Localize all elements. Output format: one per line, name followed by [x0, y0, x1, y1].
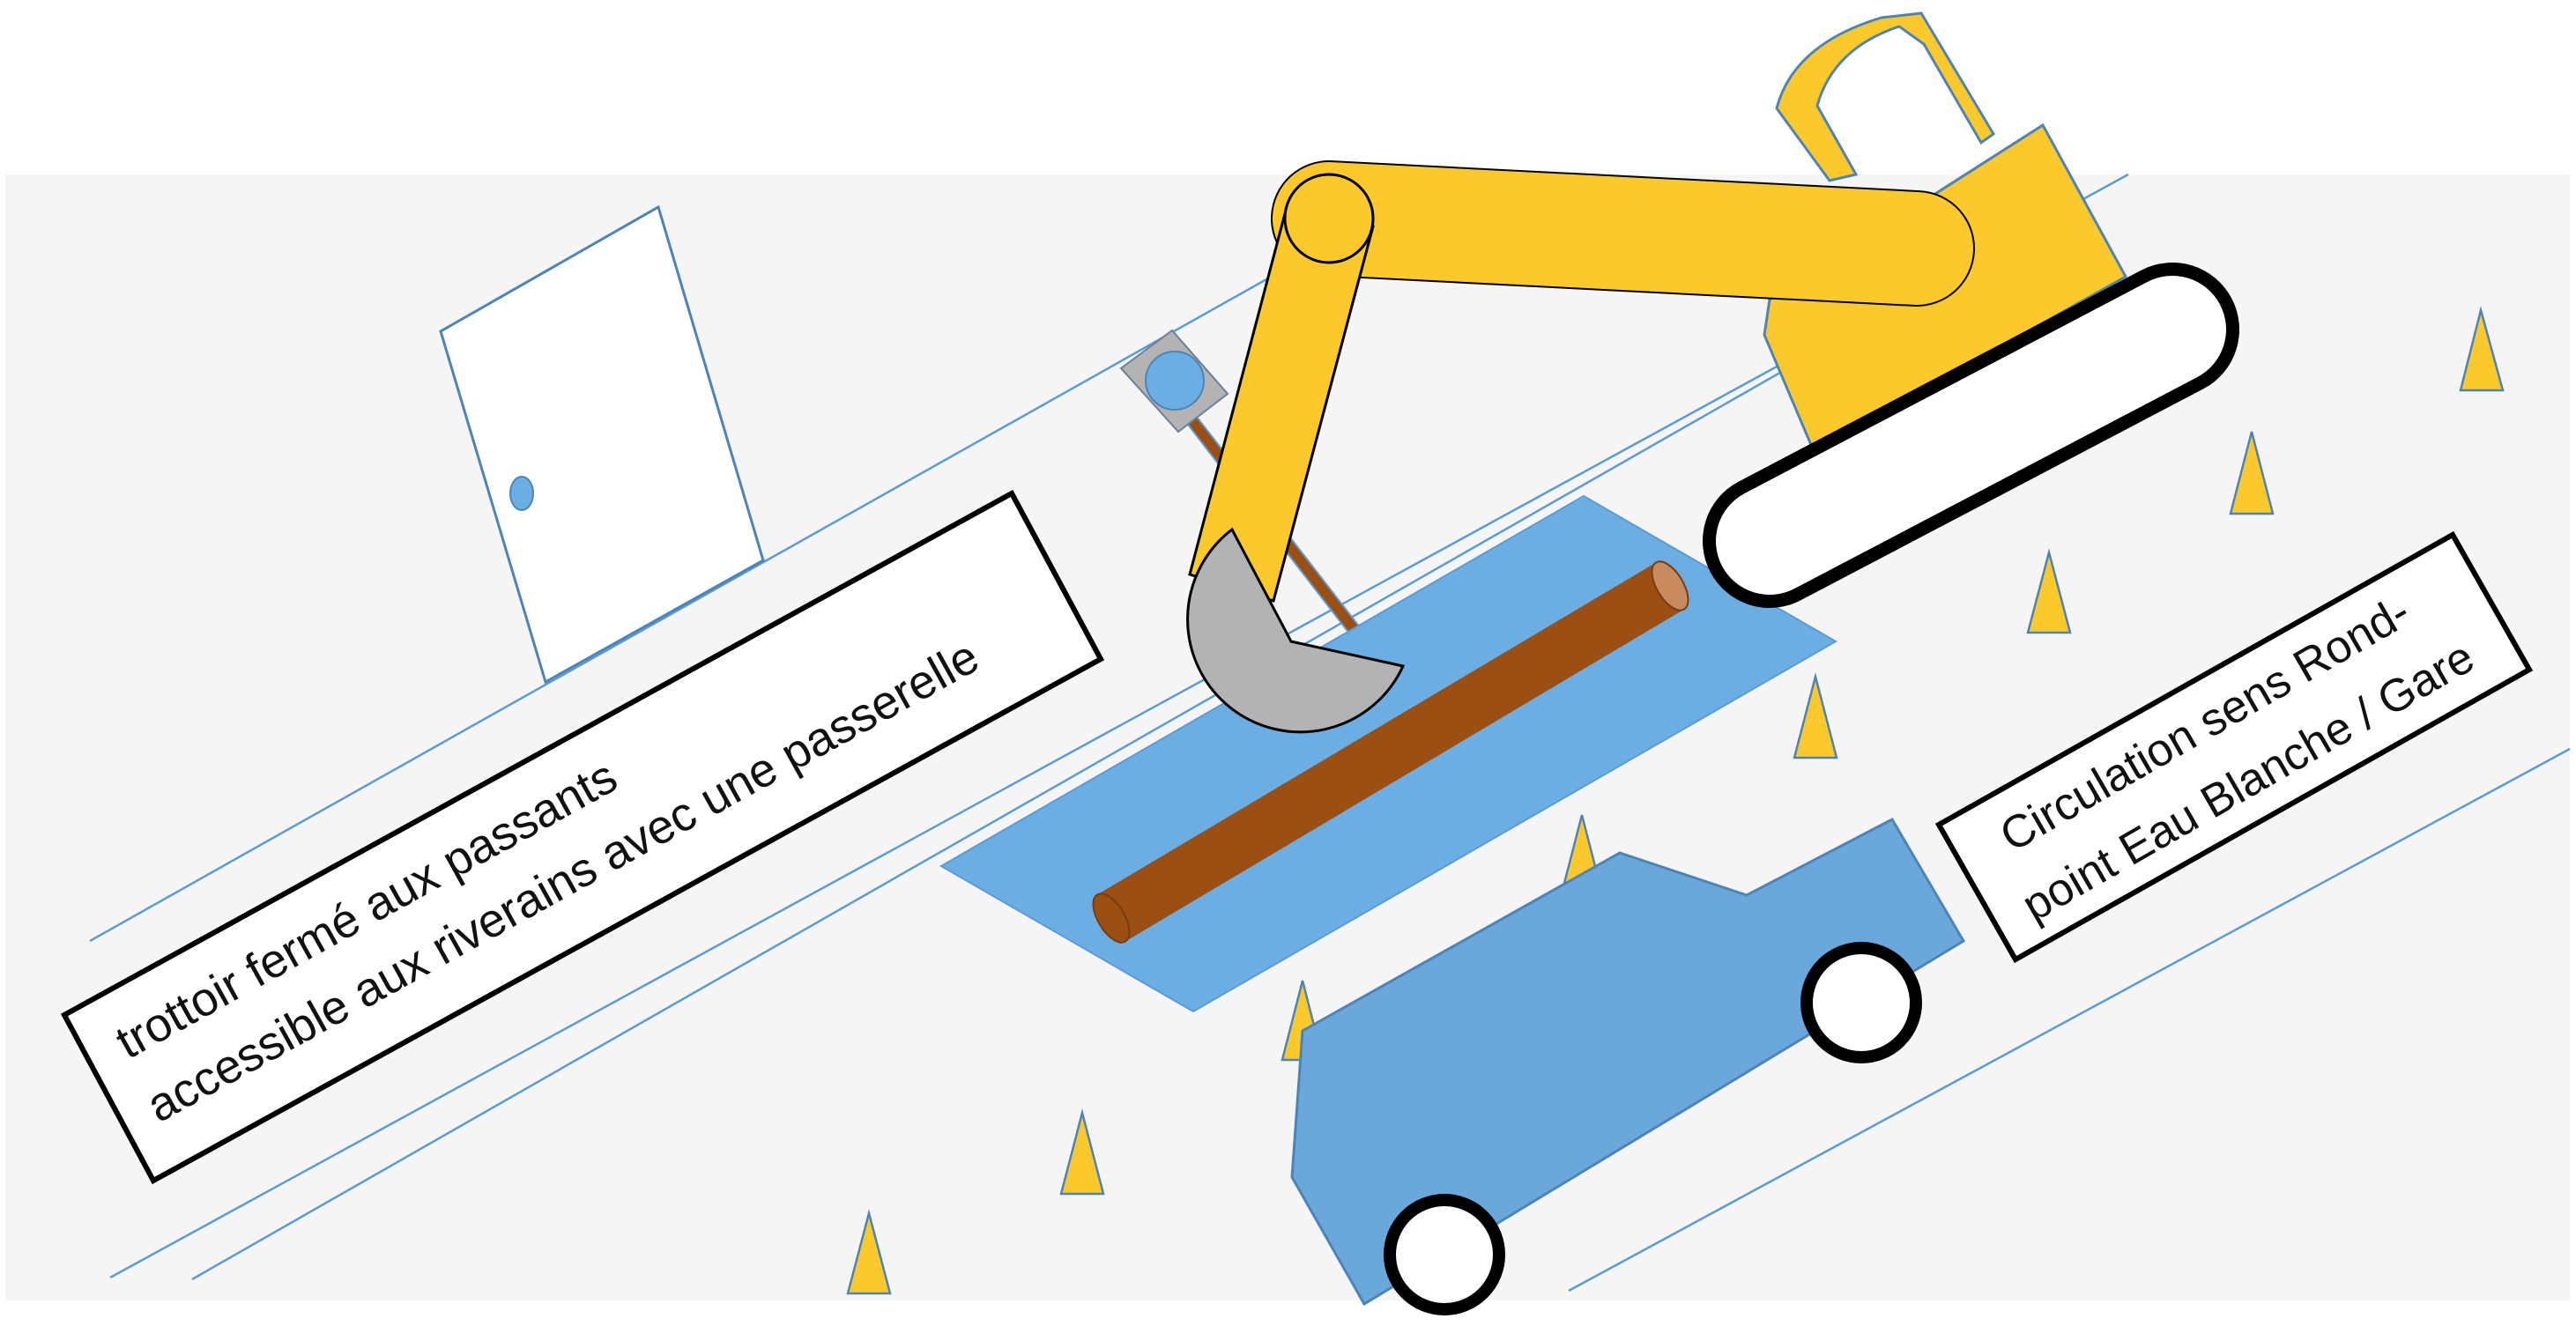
car-wheel-front — [1390, 1200, 1499, 1309]
door-knob-icon — [510, 477, 533, 510]
excavator-cab — [1777, 13, 1993, 181]
car-wheel-rear — [1807, 948, 1916, 1057]
